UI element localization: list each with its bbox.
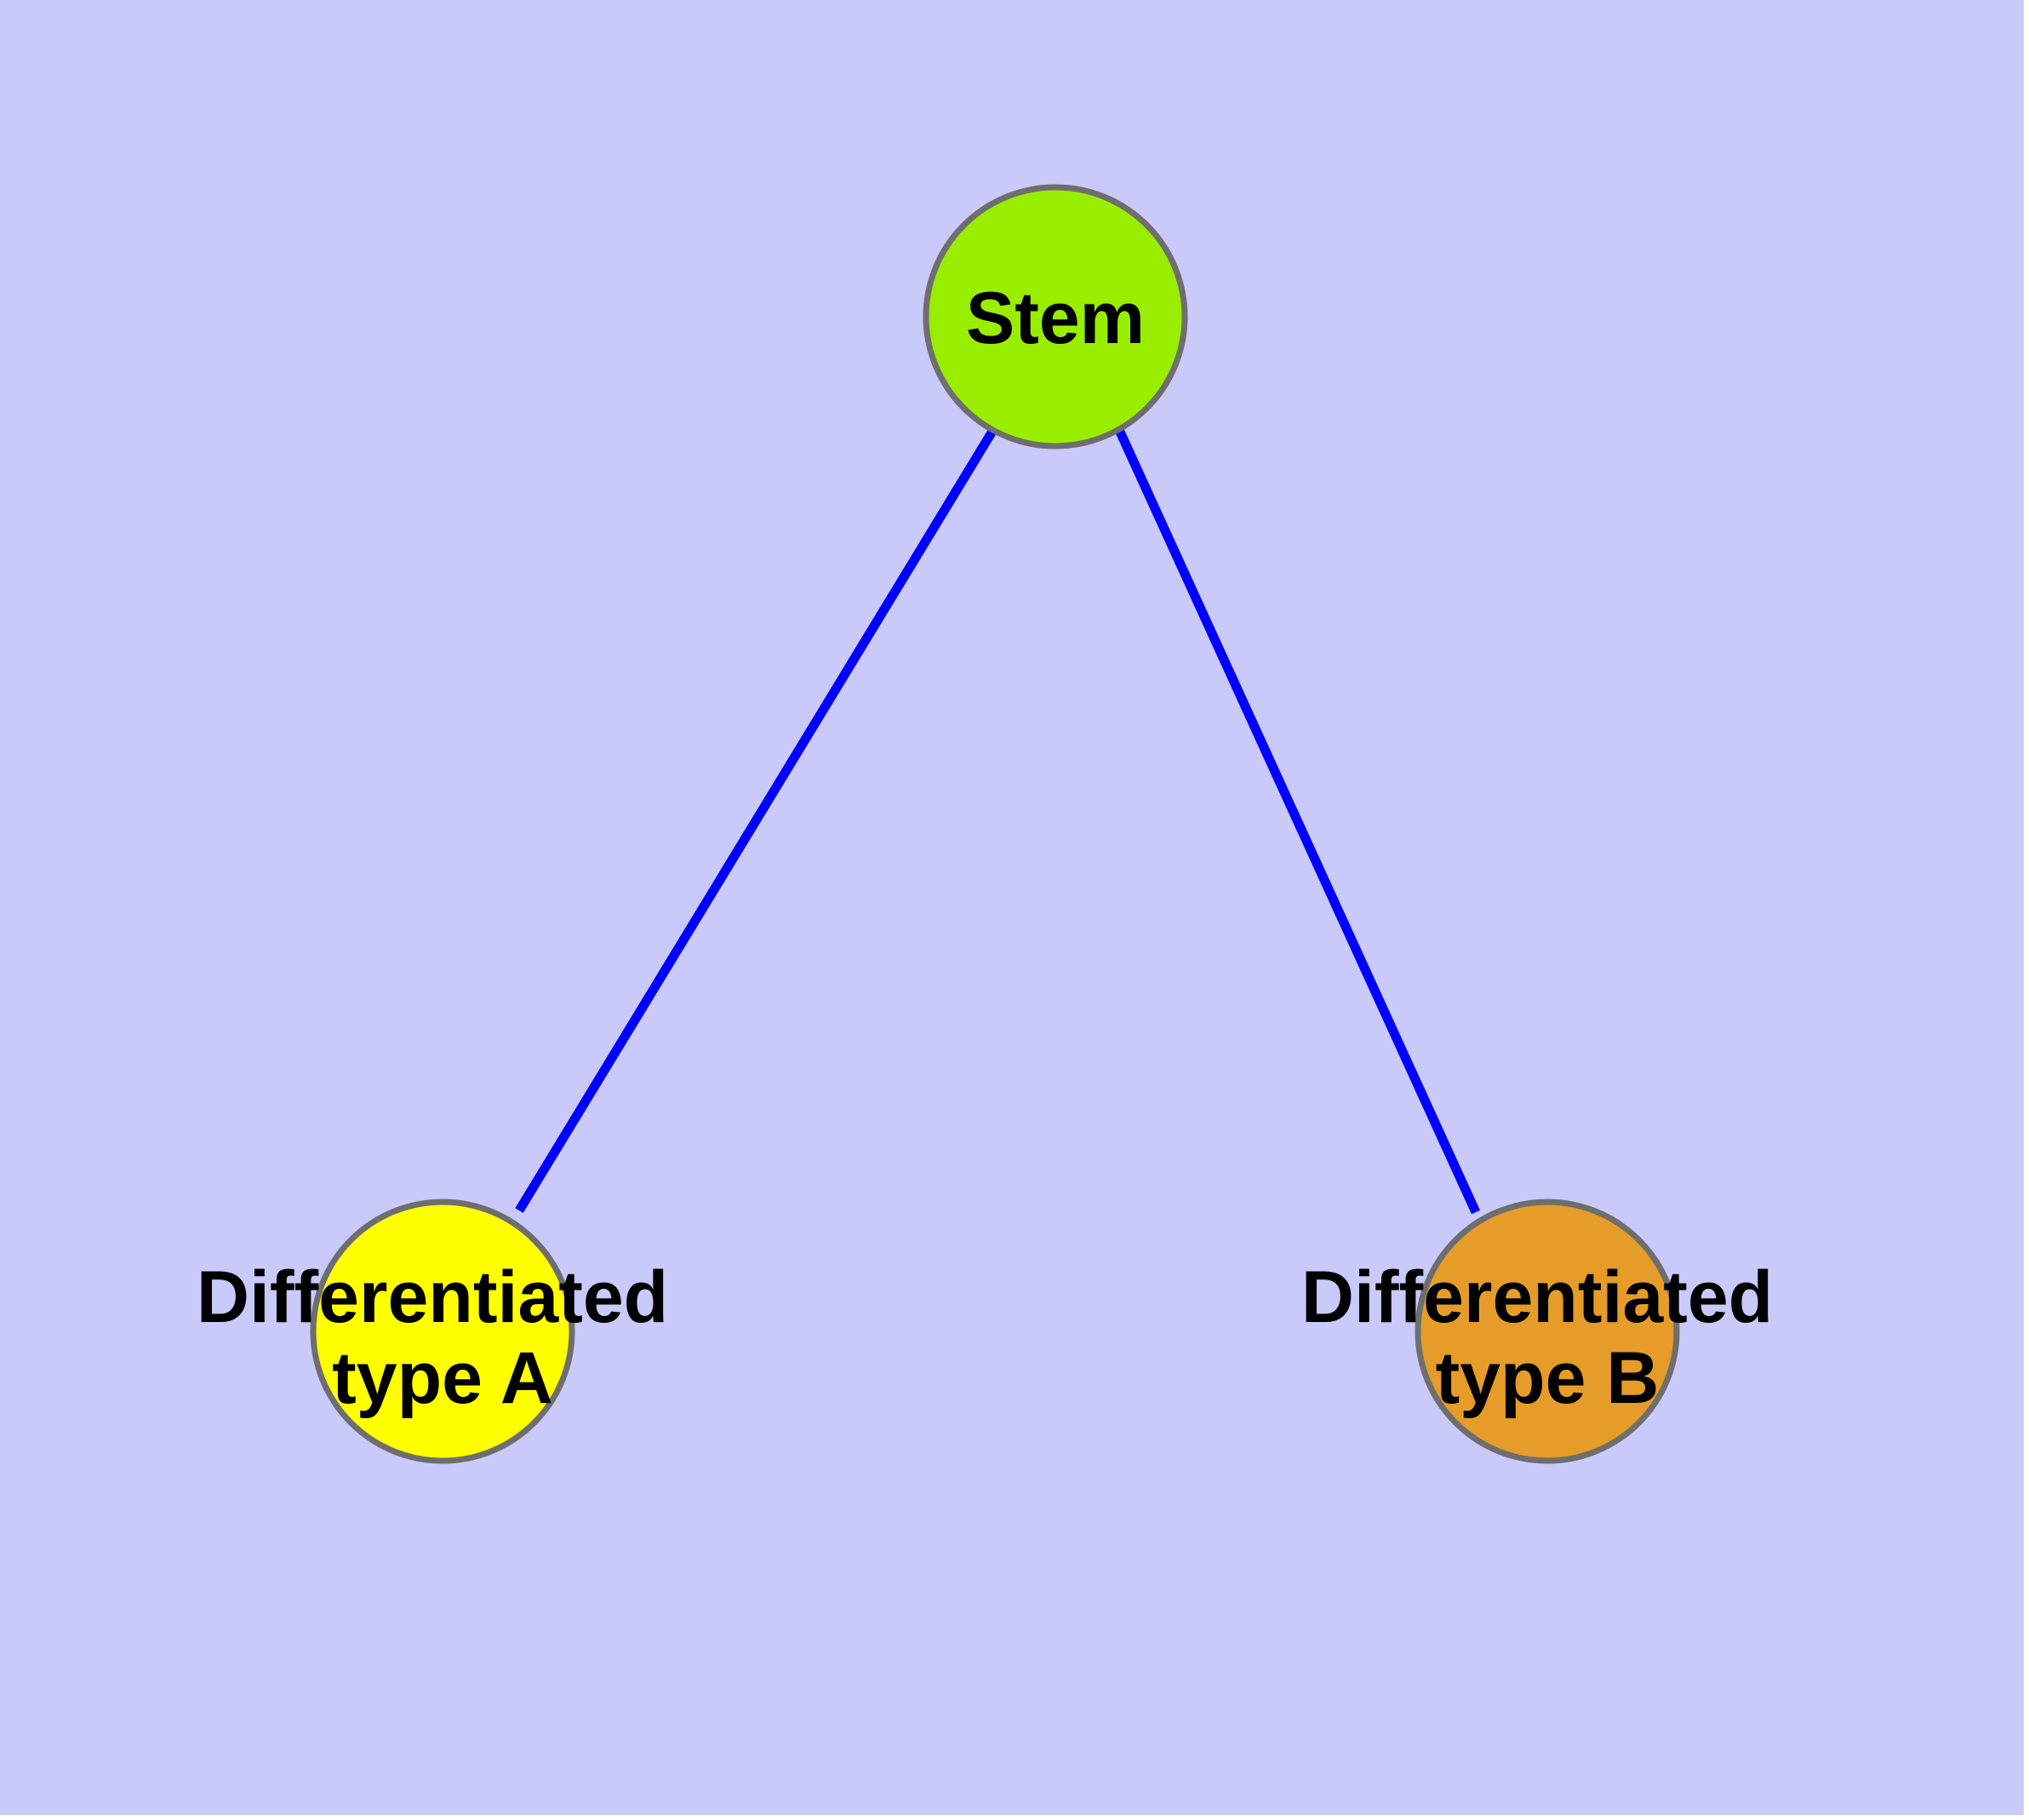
node-label-differentiated-type-a: Differentiated type A <box>197 1256 689 1419</box>
node-circle-differentiated-type-a[interactable] <box>310 1199 575 1464</box>
node-label-differentiated-type-b: Differentiated type B <box>1301 1256 1793 1419</box>
node-circle-differentiated-type-b[interactable] <box>1415 1199 1680 1464</box>
node-circle-stem[interactable] <box>923 184 1188 449</box>
node-label-differentiated-type-a-line-1: Differentiated <box>197 1256 668 1338</box>
edge-stem-to-differentiated-b[interactable] <box>1114 427 1481 1215</box>
node-label-stem: Stem <box>966 278 1145 359</box>
node-label-differentiated-type-a-line-2: type A <box>332 1337 553 1419</box>
edges-layer <box>515 427 1481 1215</box>
node-differentiated-type-b[interactable] <box>1415 1199 1680 1464</box>
node-differentiated-type-a[interactable] <box>310 1199 575 1464</box>
node-label-differentiated-type-b-line-2: type B <box>1436 1337 1660 1419</box>
nodes-layer <box>310 184 1680 1464</box>
node-stem[interactable] <box>923 184 1188 449</box>
node-label-differentiated-type-b-line-1: Differentiated <box>1301 1256 1773 1338</box>
labels-layer: Stem Differentiated type A Differentiate… <box>197 278 1793 1419</box>
edge-stem-to-differentiated-a[interactable] <box>515 427 997 1213</box>
node-label-stem-line-1: Stem <box>966 278 1145 359</box>
